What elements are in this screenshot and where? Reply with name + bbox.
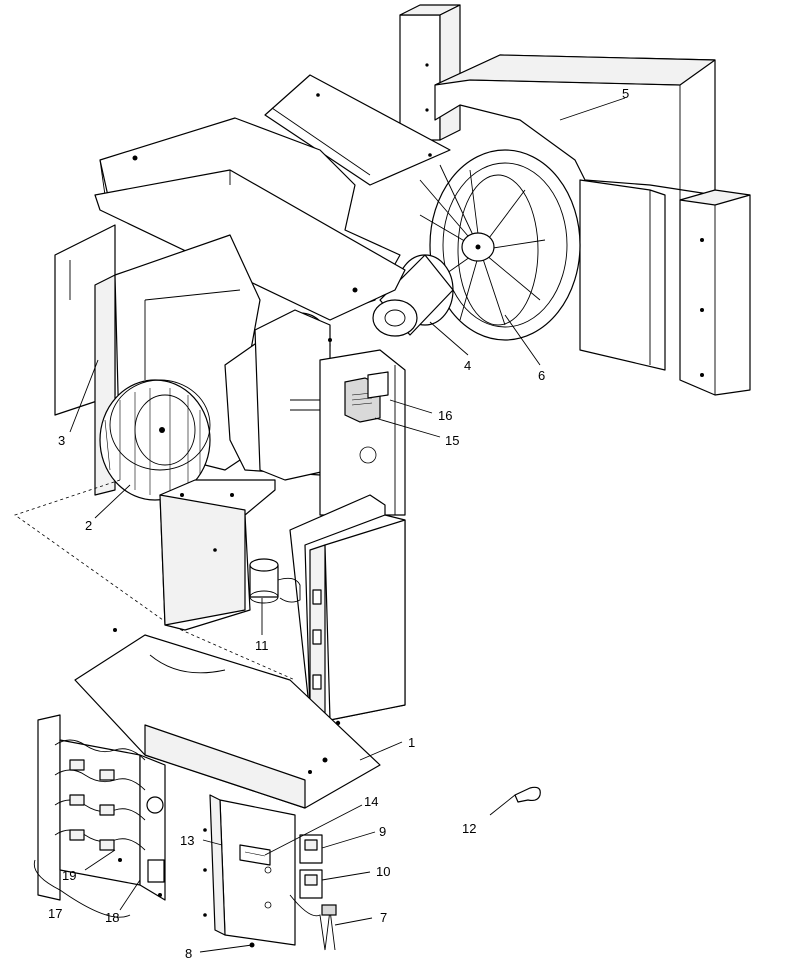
part-1-base-pan — [74, 634, 381, 809]
control-panel — [319, 338, 406, 516]
top-cover-panels — [94, 74, 451, 321]
callout-14: 14 — [364, 794, 378, 809]
electrical-control-plate — [203, 794, 337, 951]
callout-9: 9 — [379, 824, 386, 839]
callout-7: 7 — [380, 910, 387, 925]
callout-8: 8 — [185, 946, 192, 961]
callout-15: 15 — [445, 433, 459, 448]
part-17-heater-assembly — [37, 714, 166, 901]
callout-6: 6 — [538, 368, 545, 383]
callout-4: 4 — [464, 358, 471, 373]
right-side-panel — [289, 494, 406, 726]
callout-16: 16 — [438, 408, 452, 423]
part-6-fan-assembly — [419, 149, 581, 341]
callout-11: 11 — [255, 638, 269, 653]
callout-17: 17 — [48, 906, 62, 921]
callout-12: 12 — [462, 821, 476, 836]
part-5-outdoor-shroud — [399, 4, 751, 396]
callout-18: 18 — [105, 910, 119, 925]
callout-labels: 5 6 4 3 2 16 15 11 1 12 14 9 13 10 19 17… — [48, 86, 629, 961]
callout-2: 2 — [85, 518, 92, 533]
callout-13: 13 — [180, 833, 194, 848]
callout-3: 3 — [58, 433, 65, 448]
part-11-capacitor-bracket — [113, 479, 301, 632]
blower-housing — [224, 309, 331, 481]
part-12-clip — [514, 786, 541, 803]
callout-5: 5 — [622, 86, 629, 101]
callout-10: 10 — [376, 864, 390, 879]
leader-lines — [33, 97, 626, 953]
callout-1: 1 — [408, 735, 415, 750]
part-4-fan-motor — [372, 254, 454, 337]
part-2-blower-wheel — [14, 379, 296, 681]
callout-19: 19 — [62, 868, 76, 883]
